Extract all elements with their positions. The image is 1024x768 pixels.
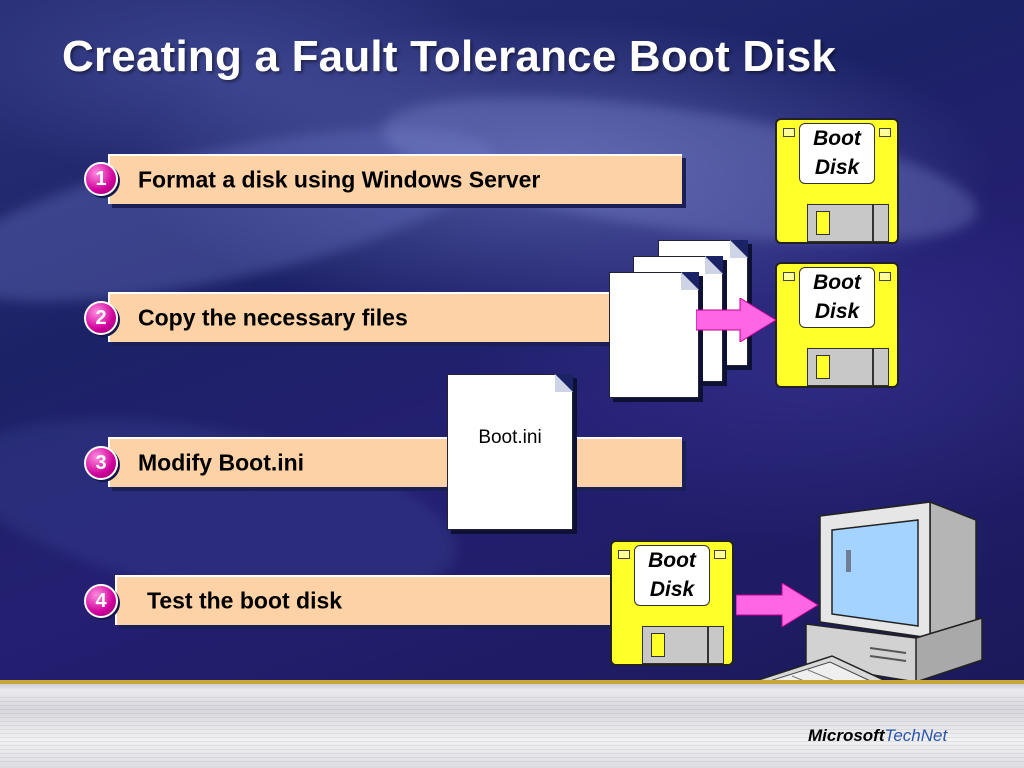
floppy-disk-icon: Boot Disk (610, 540, 734, 666)
computer-icon (744, 500, 983, 725)
arrow-right-icon (736, 583, 819, 627)
step-2-label: Copy the necessary files (138, 304, 408, 331)
floppy-label: Boot Disk (799, 123, 875, 184)
floppy-label-line2: Disk (649, 578, 695, 601)
floppy-label-line2: Disk (814, 156, 860, 179)
floppy-label: Boot Disk (799, 267, 875, 328)
floppy-label-line1: Boot (813, 127, 861, 150)
step-2-number: 2 (84, 301, 118, 335)
floppy-hole (783, 272, 795, 281)
floppy-shutter (807, 348, 889, 386)
floppy-disk-icon: Boot Disk (775, 262, 899, 388)
step-4-bar: Test the boot disk (115, 575, 635, 625)
floppy-label-line1: Boot (813, 271, 861, 294)
document-icon: Boot.ini (447, 374, 573, 530)
step-3-bar: Modify Boot.ini (108, 437, 682, 487)
step-4-number: 4 (84, 584, 118, 618)
step-1-label: Format a disk using Windows Server (138, 166, 541, 193)
document-icon (609, 272, 699, 398)
step-3-label: Modify Boot.ini (138, 449, 305, 476)
document-name: Boot.ini (478, 427, 542, 448)
brand-technet: TechNet (884, 726, 948, 745)
brand-microsoft: Microsoft (808, 726, 885, 745)
floppy-disk-icon: Boot Disk (775, 118, 899, 244)
floppy-label-line1: Boot (648, 549, 696, 572)
step-1-bar: Format a disk using Windows Server (108, 154, 682, 204)
arrow-right-icon (696, 298, 777, 342)
floppy-hole (783, 128, 795, 137)
floppy-hole (879, 272, 891, 281)
footer-band (0, 680, 1024, 768)
floppy-label-line2: Disk (814, 300, 860, 323)
floppy-hole (714, 550, 726, 559)
brand-logo: MicrosoftTechNet (808, 726, 947, 746)
step-1-number: 1 (84, 162, 118, 196)
floppy-shutter (642, 626, 724, 664)
step-2-bar: Copy the necessary files (108, 292, 628, 342)
floppy-hole (618, 550, 630, 559)
step-3-number: 3 (84, 446, 118, 480)
floppy-shutter (807, 204, 889, 242)
floppy-hole (879, 128, 891, 137)
step-4-label: Test the boot disk (147, 587, 343, 614)
floppy-label: Boot Disk (634, 545, 710, 606)
slide-title: Creating a Fault Tolerance Boot Disk (62, 32, 837, 81)
